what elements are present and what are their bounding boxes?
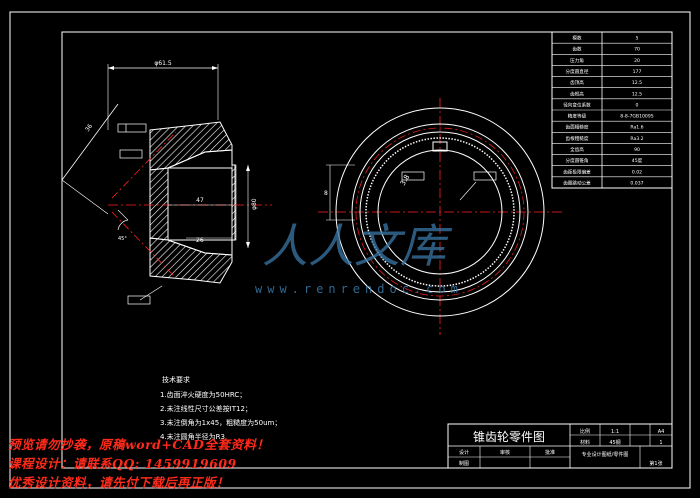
tech-item-2: 2.未注线性尺寸公差按IT12； [160, 404, 252, 413]
param-value-11: 45度 [632, 157, 643, 164]
param-value-2: 20 [634, 58, 640, 64]
section-view: φ61.5 36 47 φ80 26 [61, 60, 272, 305]
param-name-5: 齿根高 [570, 90, 584, 97]
title-cell-scale-value: 1:1 [611, 429, 619, 435]
param-value-7: 8-8-7GB10095 [620, 114, 653, 120]
param-value-6: 0 [636, 102, 639, 108]
param-name-0: 模数 [572, 35, 582, 42]
parameter-table: 模数 5 齿数 70 压力角 20 分度圆直径 177 齿顶高 12.5 齿根高 12.5 径向变位系数… [551, 31, 673, 189]
title-cell-review: 审核 [500, 449, 510, 456]
overlay-notice-2: 课程设计：请联系QQ: 1459919609 [8, 456, 237, 471]
outer-frame [9, 11, 691, 489]
title-page-label: 第1张 [649, 460, 662, 467]
watermark-logo: 人人文库 [262, 219, 453, 273]
dim-hub: 26 [196, 237, 204, 244]
title-cell-scale: 比例 [580, 428, 590, 435]
dim-center: φ80 [251, 198, 258, 210]
param-name-4: 齿顶高 [570, 79, 584, 86]
dim-slant: 36 [84, 123, 94, 133]
title-cell-design: 设计 [459, 449, 469, 456]
param-value-12: 0.02 [632, 169, 642, 175]
param-value-0: 5 [636, 36, 639, 42]
title-cell-draw: 制图 [459, 460, 469, 467]
param-name-2: 压力角 [570, 57, 584, 64]
watermark-url: www.renrendoc.com [255, 282, 463, 296]
watermark-logo-text: 人人文库 [262, 219, 453, 273]
param-value-13: 0.037 [630, 180, 643, 186]
title-company: 专业设计图纸/零件图 [582, 451, 629, 458]
title-block: 锥齿轮零件图 比例 1:1 A4 材料 45钢 1 设计 审核 批准 制图 专业… [447, 423, 673, 469]
title-cell-size: A4 [658, 429, 665, 435]
tech-item-3: 3.未注倒角为1x45，粗糙度为50um； [160, 418, 281, 427]
title-block-title: 锥齿轮零件图 [473, 430, 545, 444]
tech-item-1: 1.齿面淬火硬度为50HRC； [160, 390, 246, 399]
overlay-notice-3: 优秀设计资料，请先付下载后再正版！ [8, 475, 230, 490]
tech-item-4: 4.未注圆角半径为R3 [160, 432, 225, 441]
inner-frame [61, 31, 673, 469]
param-name-6: 径向变位系数 [563, 101, 591, 108]
param-name-1: 齿数 [572, 46, 582, 53]
param-name-7: 精度等级 [568, 113, 587, 120]
param-value-8: Ra1.6 [630, 125, 643, 131]
dim-bore: 47 [196, 197, 204, 204]
param-name-12: 齿距极限偏差 [563, 168, 591, 175]
param-value-9: Ra3.2 [630, 136, 643, 142]
title-cell-approve: 批准 [545, 449, 555, 456]
overlay-notice-1: 预览请勿抄袭，原稿word+CAD全套资料！ [8, 437, 270, 452]
param-name-3: 分度圆直径 [566, 68, 589, 75]
tech-heading: 技术要求 [162, 375, 190, 384]
param-value-4: 12.5 [632, 80, 642, 86]
param-name-9: 齿根粗糙度 [566, 135, 589, 142]
tech-requirements: 技术要求 1.齿面淬火硬度为50HRC； 2.未注线性尺寸公差按IT12； 3.… [160, 375, 281, 441]
title-cell-material: 材料 [580, 439, 590, 446]
title-cell-qty: 1 [659, 440, 662, 446]
param-name-13: 齿圈跳动公差 [563, 179, 591, 186]
svg-text:45°: 45° [118, 236, 127, 242]
param-name-11: 分度圆锥角 [566, 157, 589, 164]
param-value-1: 70 [634, 47, 640, 53]
dim-top-width: φ61.5 [154, 60, 172, 67]
dim-groove: 8 [324, 190, 328, 197]
param-name-8: 齿面粗糙度 [566, 124, 589, 131]
param-value-10: 90 [634, 147, 640, 153]
front-view: 8 3.8 [318, 98, 565, 335]
title-cell-material-value: 45钢 [609, 439, 620, 446]
param-value-3: 177 [633, 69, 642, 75]
param-name-10: 全齿高 [570, 146, 584, 153]
param-value-5: 12.5 [632, 91, 642, 97]
